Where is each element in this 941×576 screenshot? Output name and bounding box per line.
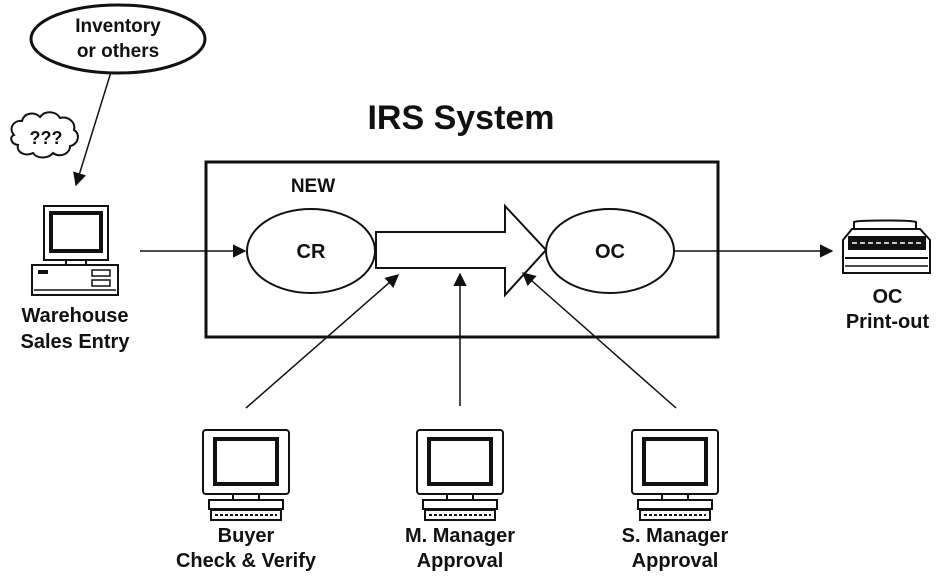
m-manager-computer-icon <box>415 428 505 522</box>
unknown-label: ??? <box>29 128 63 148</box>
inventory-label-line1: Inventory <box>75 16 161 37</box>
warehouse-label-line1: Warehouse <box>21 305 129 327</box>
diagram-title: IRS System <box>367 99 555 137</box>
s-manager-computer-icon <box>630 428 720 522</box>
buyer-label-line2: Check & Verify <box>175 550 317 572</box>
s-manager-to-arrow <box>521 272 677 409</box>
cr-to-oc-arrow <box>375 203 548 298</box>
s-manager-label-line1: S. Manager <box>621 525 729 547</box>
printer-icon <box>842 219 931 274</box>
oc-label: OC <box>595 241 625 263</box>
printer-label-line2: Print-out <box>845 311 930 333</box>
buyer-computer-icon <box>201 428 291 522</box>
irs-system-boundary <box>204 160 720 339</box>
m-manager-label-line2: Approval <box>416 550 504 572</box>
thought-cloud-icon <box>10 111 79 159</box>
warehouse-computer-icon <box>31 205 119 296</box>
cr-label: CR <box>296 241 326 263</box>
inventory-node <box>29 3 207 75</box>
printer-label-line1: OC <box>872 286 903 308</box>
inventory-to-warehouse-arrow <box>73 71 112 187</box>
inventory-label-line2: or others <box>76 41 160 62</box>
warehouse-label-line2: Sales Entry <box>20 331 130 353</box>
buyer-label-line1: Buyer <box>217 525 275 547</box>
new-label: NEW <box>290 176 336 197</box>
m-manager-label-line1: M. Manager <box>404 525 516 547</box>
buyer-to-arrow <box>245 274 400 409</box>
s-manager-label-line2: Approval <box>631 550 719 572</box>
